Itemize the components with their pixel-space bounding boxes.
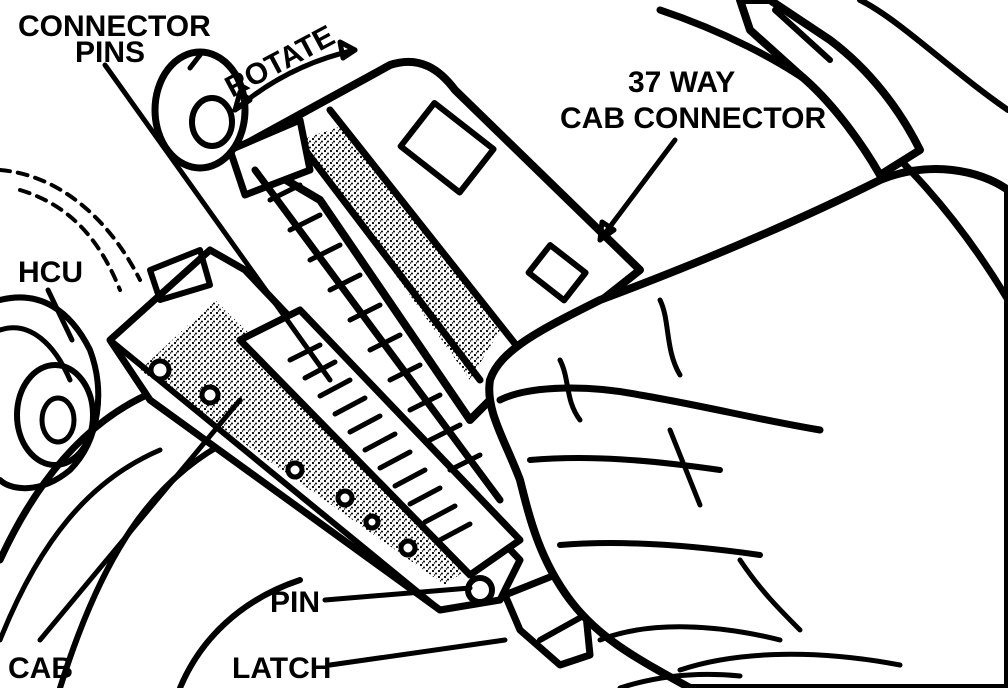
- hcu-connector-pins: [236, 306, 524, 579]
- cab-label: CAB: [8, 652, 73, 685]
- floor-lines: [597, 624, 903, 688]
- connector-pins-label-line1: CONNECTOR: [18, 10, 211, 43]
- cab-wall: [0, 366, 303, 688]
- leader-latch: [327, 637, 508, 668]
- leader-connector-pins: [102, 62, 333, 383]
- pin: [465, 575, 495, 605]
- cab-connector-label-line1: 37 WAY: [628, 66, 735, 99]
- pin-label: PIN: [270, 586, 320, 619]
- leader-cab-connector: [597, 137, 678, 243]
- rotate-indicator: [151, 39, 358, 172]
- cab-connector-label-line2: CAB CONNECTOR: [560, 102, 826, 135]
- leader-cab: [37, 397, 243, 643]
- leader-rotate-stub: [187, 52, 203, 71]
- hcu-label: HCU: [18, 256, 83, 289]
- leader-lines: [37, 52, 678, 668]
- leader-hcu: [45, 287, 75, 343]
- connector-pins-label-line2: PINS: [75, 36, 145, 69]
- cable: [736, 0, 1008, 179]
- leader-pin: [322, 585, 473, 603]
- hand: [485, 6, 1008, 688]
- latch-label: LATCH: [232, 652, 331, 685]
- leader-cab-connector-arrow: [597, 219, 617, 243]
